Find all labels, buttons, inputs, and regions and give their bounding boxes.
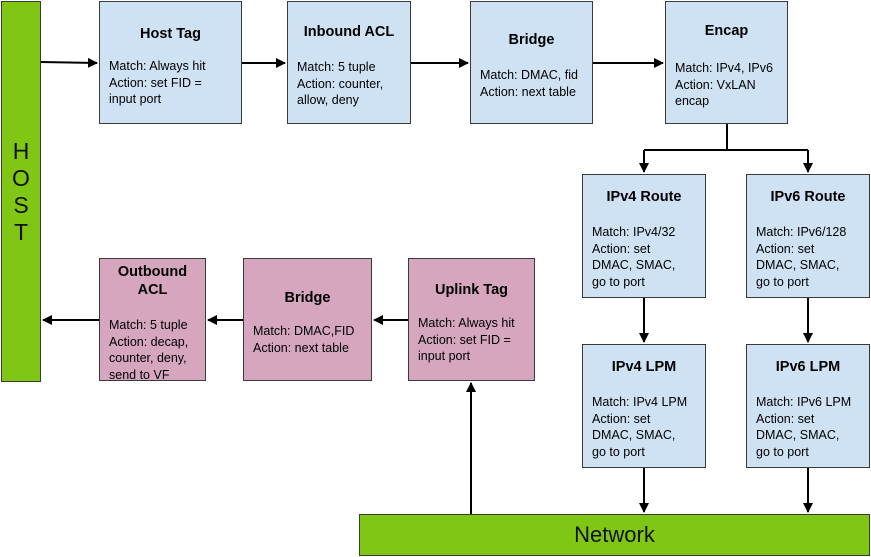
encap-split-connector (644, 124, 728, 151)
encap-box: Encap Match: IPv4, IPv6 Action: VxLAN en… (665, 1, 788, 124)
uplink-tag-desc: Match: Always hit Action: set FID = inpu… (418, 316, 515, 363)
bridge-bottom-desc: Match: DMAC,FID Action: next table (253, 324, 355, 355)
ipv4-route-desc: Match: IPv4/32 Action: set DMAC, SMAC, g… (592, 225, 676, 289)
ipv6-route-box: IPv6 Route Match: IPv6/128 Action: set D… (746, 174, 870, 298)
outbound-acl-title: Outbound ACL (117, 264, 188, 298)
bridge-top-box: Bridge Match: DMAC, fid Action: next tab… (470, 1, 593, 124)
ipv6-route-title: IPv6 Route (770, 189, 846, 205)
uplink-tag-title: Uplink Tag (434, 282, 509, 298)
network-label: Network (574, 522, 655, 547)
ipv6-lpm-title: IPv6 LPM (775, 359, 841, 375)
host-tag-desc: Match: Always hit Action: set FID = inpu… (109, 59, 206, 106)
ipv4-lpm-box: IPv4 LPM Match: IPv4 LPM Action: set DMA… (582, 344, 706, 468)
bridge-bottom-box: Bridge Match: DMAC,FID Action: next tabl… (243, 258, 372, 381)
network-bar: Network (359, 514, 870, 556)
ipv6-lpm-desc: Match: IPv6 LPM Action: set DMAC, SMAC, … (756, 395, 852, 459)
inbound-acl-desc: Match: 5 tuple Action: counter, allow, d… (297, 60, 384, 107)
encap-desc: Match: IPv4, IPv6 Action: VxLAN encap (675, 61, 773, 108)
encap-title: Encap (704, 23, 749, 39)
uplink-tag-box: Uplink Tag Match: Always hit Action: set… (408, 258, 535, 381)
bridge-top-desc: Match: DMAC, fid Action: next table (480, 68, 578, 99)
host-label: HOST (12, 137, 30, 245)
bridge-top-title: Bridge (508, 32, 555, 48)
ipv4-route-box: IPv4 Route Match: IPv4/32 Action: set DM… (582, 174, 706, 298)
bridge-bottom-title: Bridge (284, 290, 331, 306)
arrow-host-to-host-tag (40, 57, 98, 68)
ipv6-route-desc: Match: IPv6/128 Action: set DMAC, SMAC, … (756, 225, 847, 289)
inbound-acl-box: Inbound ACL Match: 5 tuple Action: count… (287, 1, 411, 124)
inbound-acl-title: Inbound ACL (303, 24, 395, 40)
ipv4-lpm-title: IPv4 LPM (611, 359, 677, 375)
outbound-acl-box: Outbound ACL Match: 5 tuple Action: deca… (99, 258, 206, 382)
outbound-acl-desc: Match: 5 tuple Action: decap, counter, d… (109, 318, 189, 382)
host-tag-title: Host Tag (140, 26, 201, 42)
host-bar: HOST (1, 1, 41, 382)
host-tag-box: Host Tag Match: Always hit Action: set F… (99, 1, 242, 124)
ipv4-route-title: IPv4 Route (606, 189, 682, 205)
ipv4-lpm-desc: Match: IPv4 LPM Action: set DMAC, SMAC, … (592, 395, 688, 459)
ipv6-lpm-box: IPv6 LPM Match: IPv6 LPM Action: set DMA… (746, 344, 870, 468)
